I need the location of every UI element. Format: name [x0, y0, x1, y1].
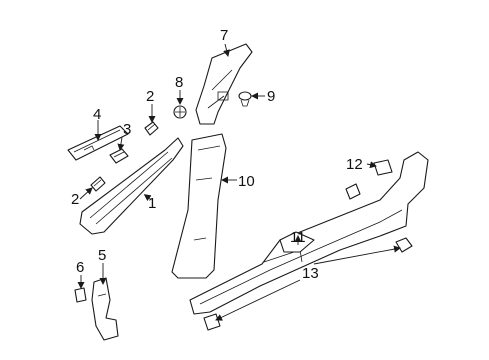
part-4-trim-strip	[67, 125, 129, 161]
callout-11: 11	[290, 229, 306, 246]
part-6-clip	[74, 287, 87, 303]
callout-13: 13	[302, 265, 319, 282]
part-1-pillar-trim	[79, 137, 184, 235]
leader-lines	[77, 43, 401, 321]
part-3-clip	[109, 148, 129, 164]
part-9-screw	[238, 91, 252, 107]
part-2-clip-lower	[90, 176, 106, 192]
callout-2-lower: 2	[71, 191, 79, 208]
callout-4: 4	[93, 106, 101, 123]
callout-2-upper: 2	[146, 88, 154, 105]
callout-10: 10	[238, 173, 255, 190]
callout-12: 12	[346, 156, 363, 173]
part-5-bracket	[91, 277, 119, 341]
part-2-clip-upper	[144, 121, 159, 136]
part-11-trim-piece	[279, 231, 315, 253]
callout-1: 1	[148, 195, 156, 212]
part-8-fastener	[173, 105, 187, 119]
part-7-b-pillar-upper	[195, 43, 253, 125]
part-12-clip	[345, 159, 393, 200]
callout-5: 5	[98, 247, 106, 264]
callout-3: 3	[123, 121, 131, 138]
callout-6: 6	[76, 259, 84, 276]
callout-7: 7	[220, 27, 228, 44]
callout-9: 9	[267, 88, 275, 105]
part-10-b-pillar-lower	[171, 133, 227, 279]
callout-8: 8	[175, 74, 183, 91]
